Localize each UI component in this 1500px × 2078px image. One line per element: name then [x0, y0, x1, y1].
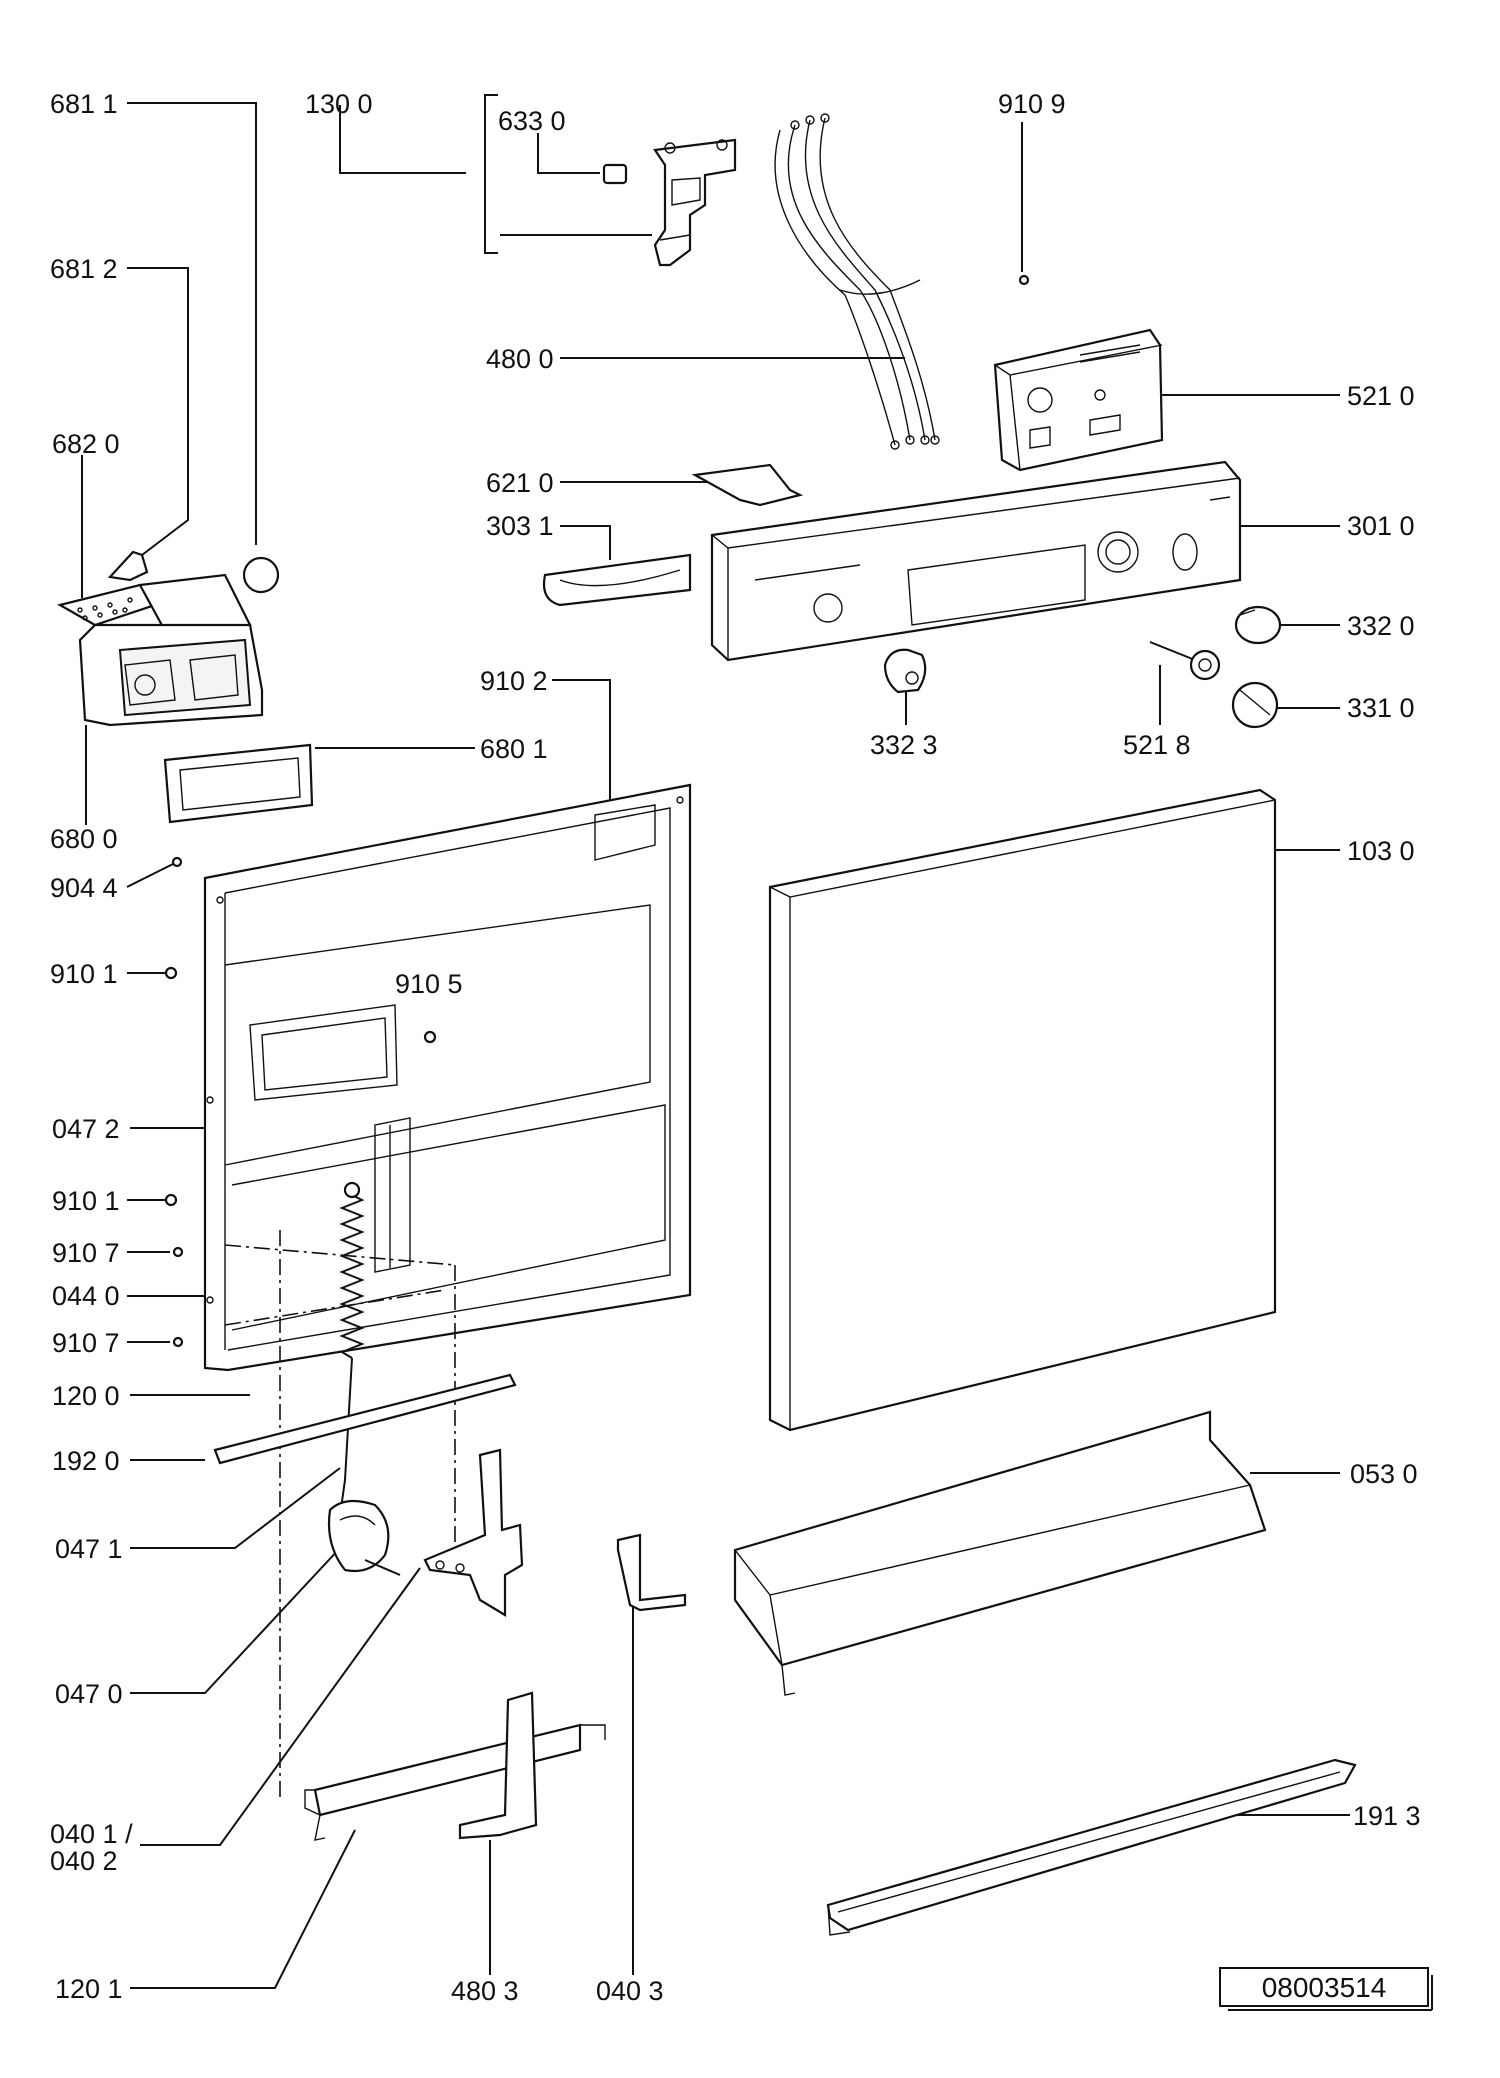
drawing-number: 08003514: [1262, 1972, 1387, 2003]
callout-332-0: 332 0: [1347, 611, 1415, 641]
callout-120-1: 120 1: [55, 1974, 123, 2004]
callout-681-2: 681 2: [50, 254, 118, 284]
part-callout-labels: 681 1 130 0 633 0 910 9 681 2 480 0 521 …: [50, 89, 1421, 2006]
dispenser-part-680-0: [57, 573, 264, 727]
callout-910-9: 910 9: [998, 89, 1066, 119]
wiring-harness-part-480-0: [774, 113, 940, 450]
handle-part-303-1: [542, 553, 692, 607]
callout-053-0: 053 0: [1350, 1459, 1418, 1489]
plug-part-681-1: [242, 556, 280, 594]
callout-681-1: 681 1: [50, 89, 118, 119]
knob-part-332-0: [1234, 605, 1282, 645]
callout-480-0: 480 0: [486, 344, 554, 374]
callout-040-1: 040 1 /: [50, 1819, 133, 1849]
callout-480-3: 480 3: [451, 1976, 519, 2006]
callout-192-0: 192 0: [52, 1446, 120, 1476]
door-lock-part-130-0: [653, 138, 737, 267]
callout-910-7-lower: 910 7: [52, 1328, 120, 1358]
callout-191-3: 191 3: [1353, 1801, 1421, 1831]
screw-part-910-5: [423, 1030, 437, 1044]
strip-part-191-3: [826, 1758, 1357, 1936]
drawing-number-box: 08003514: [1219, 1967, 1433, 2011]
callout-303-1: 303 1: [486, 511, 554, 541]
knob-part-331-0: [1231, 681, 1279, 729]
callout-904-4: 904 4: [50, 873, 118, 903]
hinge-holder-part-047-0: [327, 1499, 401, 1576]
callout-040-3: 040 3: [596, 1976, 664, 2006]
gasket-part-680-1: [163, 743, 314, 824]
screw-part-910-1-upper: [164, 966, 178, 980]
callout-130-0: 130 0: [305, 89, 373, 119]
knob-part-332-3: [883, 648, 927, 694]
inner-door-panel: [203, 783, 692, 1372]
control-module-part-521-0: [993, 328, 1164, 472]
strip-part-192-0: [213, 1373, 517, 1465]
selector-switch-part-521-8: [1149, 641, 1221, 681]
callout-040-2: 040 2: [50, 1846, 118, 1876]
callout-680-1: 680 1: [480, 734, 548, 764]
callout-910-1-lower: 910 1: [52, 1186, 120, 1216]
screw-part-910-7-lower: [172, 1336, 184, 1348]
callout-680-0: 680 0: [50, 824, 118, 854]
callout-910-1-upper: 910 1: [50, 959, 118, 989]
board-part-621-0: [691, 463, 804, 507]
outer-door-panel-part-103-0: [768, 788, 1277, 1432]
callout-047-1: 047 1: [55, 1534, 123, 1564]
callout-910-7-upper: 910 7: [52, 1238, 120, 1268]
callout-047-0: 047 0: [55, 1679, 123, 1709]
callout-682-0: 682 0: [52, 429, 120, 459]
callout-047-2: 047 2: [52, 1114, 120, 1144]
control-panel-part-301-0: [710, 460, 1242, 662]
callout-910-5: 910 5: [395, 969, 463, 999]
callout-044-0: 044 0: [52, 1281, 120, 1311]
bracket-part-480-3: [458, 1691, 538, 1840]
bracket-part-040-3: [616, 1533, 687, 1612]
callout-103-0: 103 0: [1347, 836, 1415, 866]
callout-521-8: 521 8: [1123, 730, 1191, 760]
lever-part-681-2: [107, 550, 149, 582]
callout-332-3: 332 3: [870, 730, 938, 760]
screw-part-904-4: [171, 856, 183, 868]
callout-621-0: 621 0: [486, 468, 554, 498]
callout-633-0: 633 0: [498, 106, 566, 136]
rail-part-120-1: [304, 1723, 606, 1841]
switch-part-633-0: [602, 163, 628, 185]
callout-301-0: 301 0: [1347, 511, 1415, 541]
callout-910-2: 910 2: [480, 666, 548, 696]
hinge-bracket-part-040-1: [423, 1448, 524, 1617]
callout-331-0: 331 0: [1347, 693, 1415, 723]
kick-plate-part-053-0: [733, 1410, 1267, 1696]
screw-part-910-1-lower: [164, 1193, 178, 1207]
callout-521-0: 521 0: [1347, 381, 1415, 411]
screw-part-910-9: [1018, 274, 1030, 286]
callout-120-0: 120 0: [52, 1381, 120, 1411]
alignment-lines: [224, 1230, 456, 1800]
screw-part-910-7-upper: [172, 1246, 184, 1258]
door-spring-part-044-0: [339, 1181, 365, 1359]
